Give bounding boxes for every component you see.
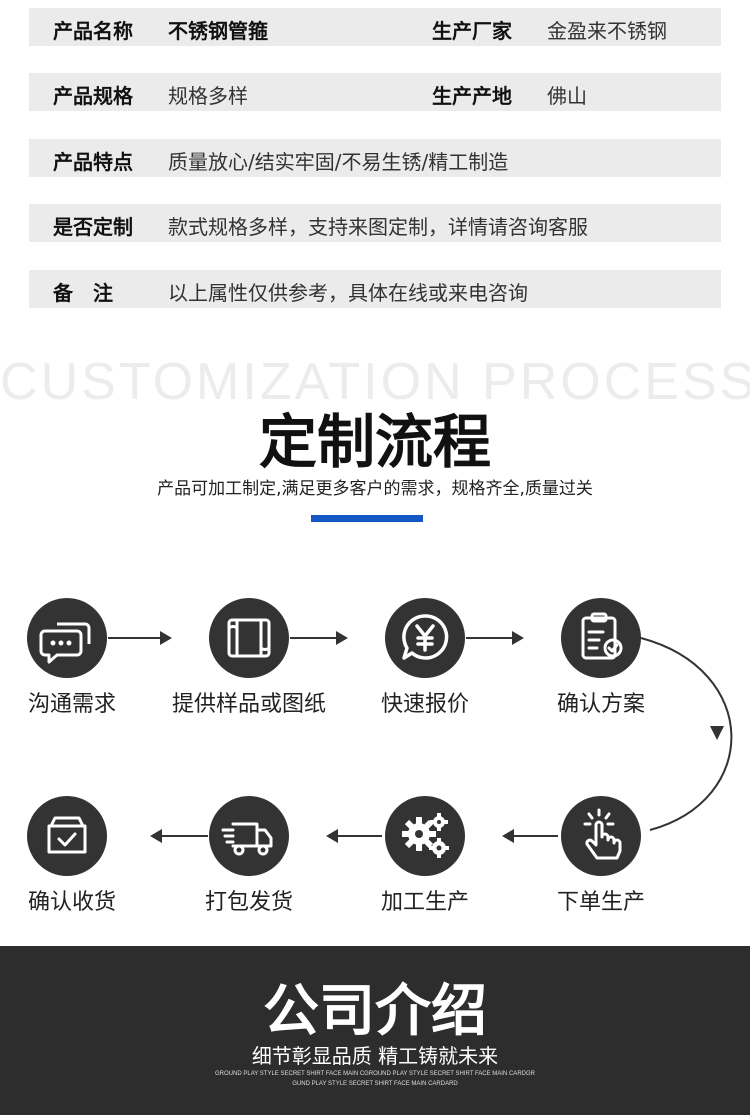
spec-row-product-name: 产品名称 不锈钢管箍 生产厂家 金盈来不锈钢 (29, 8, 721, 46)
spec-label: 生产厂家 (432, 19, 512, 43)
spec-label: 生产产地 (432, 84, 512, 108)
spec-label: 产品名称 (53, 19, 133, 43)
spec-value: 以上属性仅供参考，具体在线或来电咨询 (168, 281, 528, 305)
spec-value: 金盈来不锈钢 (547, 19, 667, 43)
step-label-shipping: 打包发货 (204, 890, 293, 915)
blueprint-scroll-icon (227, 618, 271, 658)
spec-label: 备 注 (53, 281, 113, 305)
company-title: 公司介绍 (263, 979, 487, 1044)
step-label-confirm-plan: 确认方案 (556, 692, 645, 717)
step-label-samples: 提供样品或图纸 (171, 692, 326, 717)
step-order (561, 796, 641, 876)
delivery-truck-icon (221, 822, 273, 856)
step-label-quote: 快速报价 (380, 692, 469, 717)
step-communicate (27, 598, 107, 678)
box-check-icon (47, 816, 87, 854)
spec-value: 佛山 (547, 84, 587, 108)
spec-label: 产品特点 (53, 150, 133, 174)
step-shipping (209, 796, 289, 876)
company-intro-banner: 公司介绍 细节彰显品质 精工铸就未来 GROUND PLAY STYLE SEC… (0, 946, 750, 1115)
spec-label: 是否定制 (53, 215, 133, 239)
step-confirm-plan (561, 598, 641, 678)
spec-row-note: 备 注 以上属性仅供参考，具体在线或来电咨询 (29, 270, 721, 308)
spec-value: 规格多样 (168, 84, 248, 108)
spec-value: 不锈钢管箍 (168, 19, 268, 43)
spec-value: 款式规格多样，支持来图定制，详情请咨询客服 (168, 215, 588, 239)
spec-row-custom: 是否定制 款式规格多样，支持来图定制，详情请咨询客服 (29, 204, 721, 242)
step-receive (27, 796, 107, 876)
spec-row-spec: 产品规格 规格多样 生产产地 佛山 (29, 73, 721, 111)
step-label-communicate: 沟通需求 (27, 692, 116, 717)
yen-bubble-icon (402, 614, 449, 660)
flow-connectors (108, 631, 733, 843)
chat-bubbles-icon (39, 622, 91, 664)
decorative-fine-text: GROUND PLAY STYLE SECRET SHIRT FACE MAIN… (215, 1071, 535, 1077)
gears-icon (402, 813, 449, 858)
step-label-receive: 确认收货 (27, 890, 116, 915)
process-title-english: CUSTOMIZATION PROCESS (0, 353, 750, 411)
decorative-fine-text: GUND PLAY STYLE SECRET SHIRT FACE MAIN C… (292, 1081, 458, 1087)
process-subtitle: 产品可加工制定,满足更多客户的需求，规格齐全,质量过关 (157, 479, 593, 499)
clipboard-check-icon (581, 612, 623, 660)
step-quote (385, 598, 465, 678)
company-subtitle: 细节彰显品质 精工铸就未来 (251, 1044, 499, 1068)
step-samples (209, 598, 289, 678)
process-title: 定制流程 (258, 408, 491, 476)
step-label-processing: 加工生产 (380, 890, 469, 915)
step-label-order: 下单生产 (556, 890, 645, 915)
click-hand-icon (583, 808, 622, 860)
step-processing (385, 796, 465, 876)
accent-bar (311, 515, 423, 522)
spec-value: 质量放心/结实牢固/不易生锈/精工制造 (168, 150, 509, 174)
spec-row-features: 产品特点 质量放心/结实牢固/不易生锈/精工制造 (29, 139, 721, 177)
spec-label: 产品规格 (53, 84, 133, 108)
